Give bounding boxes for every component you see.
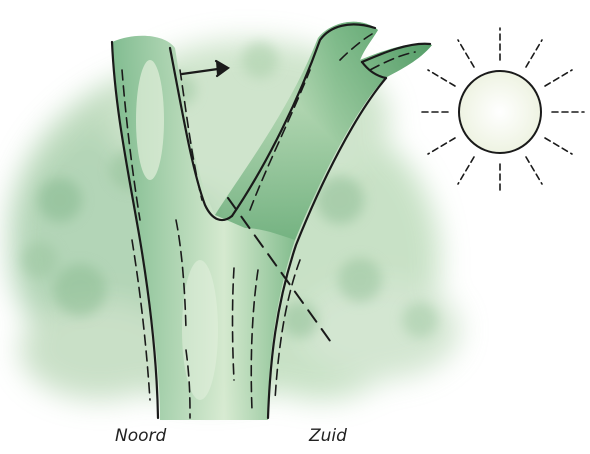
sun-icon [418,28,584,194]
label-south: Zuid [309,428,347,445]
label-north: Noord [115,428,166,445]
